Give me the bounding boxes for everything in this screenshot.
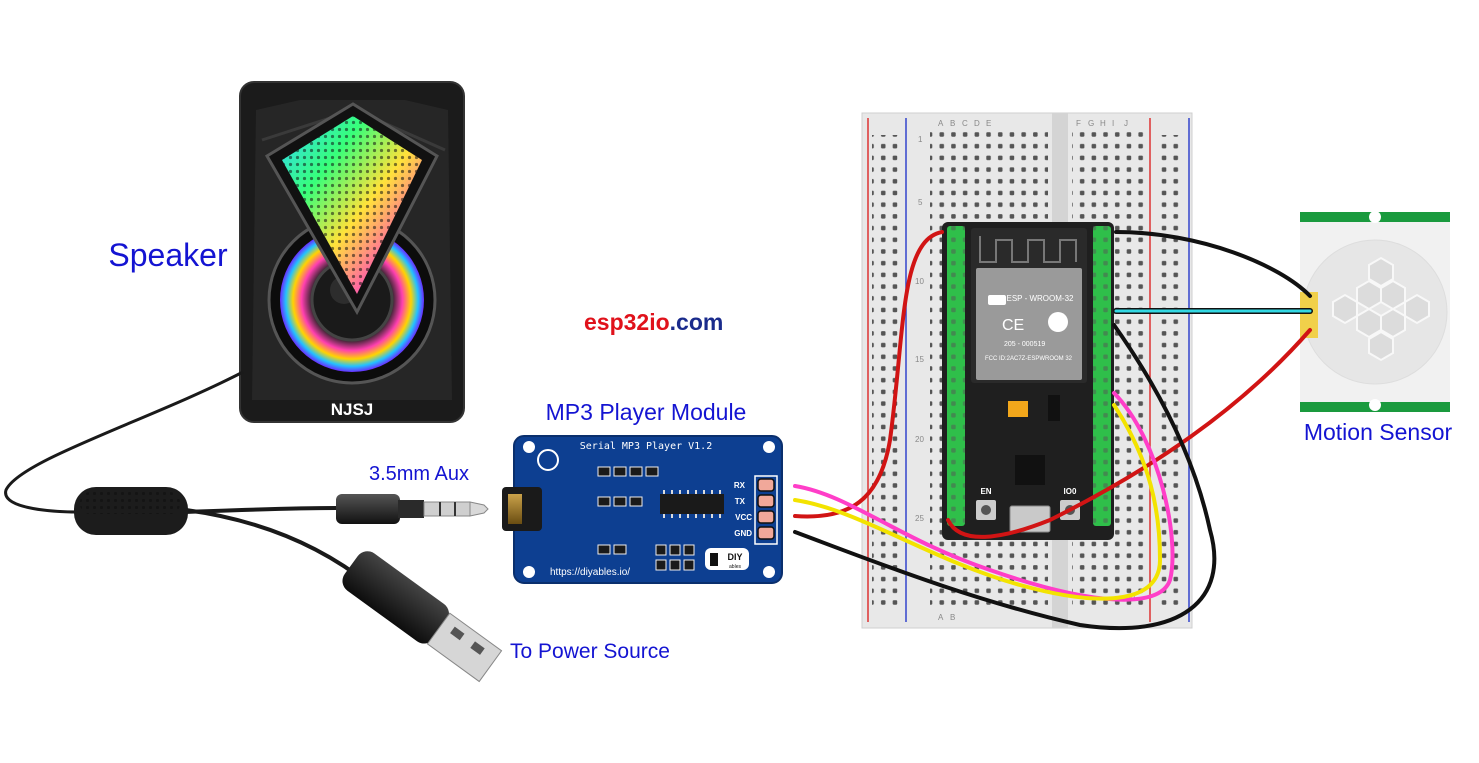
bb-row-5: 5 [918, 198, 923, 207]
usb-plug [342, 551, 503, 683]
mp3-pin-rx: RX [734, 481, 746, 490]
bb-col-i: I [1112, 119, 1114, 128]
wire-gnd-mp3 [793, 323, 1217, 631]
bb-row-10: 10 [915, 277, 924, 286]
bb-row-25: 25 [915, 514, 924, 523]
bb-col-g: G [1088, 119, 1094, 128]
diyables-logo: DIY [727, 552, 742, 562]
power-label: To Power Source [510, 640, 670, 663]
esp32-board: ESP - WROOM-32 CE 205 - 000519 FCC ID:2A… [942, 222, 1114, 540]
wires [793, 230, 1313, 631]
bb-row-20: 20 [915, 435, 924, 444]
bb-col-f: F [1076, 119, 1081, 128]
bb-col-a: A [938, 119, 944, 128]
bb-col-b: B [950, 119, 955, 128]
bb-col-d: D [974, 119, 980, 128]
brand-prefix: esp32io [584, 309, 670, 335]
inline-volume-control [74, 487, 188, 535]
esp32-fcc: FCC ID:2AC7Z-ESPWROOM 32 [985, 356, 1073, 362]
esp32-usb-chip [1015, 455, 1045, 485]
motion-sensor-label: Motion Sensor [1304, 419, 1453, 445]
bb-row-15: 15 [915, 355, 924, 364]
bb-row-30: 30 [1126, 593, 1135, 602]
mp3-module-label: MP3 Player Module [546, 399, 747, 425]
mp3-chip [660, 494, 724, 514]
mp3-pin-tx: TX [735, 497, 746, 506]
bb-col-h: H [1100, 119, 1106, 128]
bb-col-b-bottom: B [950, 613, 955, 622]
aux-label: 3.5mm Aux [369, 463, 469, 485]
wire-gnd-pir [1114, 230, 1312, 298]
mp3-board-url: https://diyables.io/ [550, 567, 630, 578]
esp32-cert: 205 - 000519 [1004, 341, 1045, 348]
speaker-brand: NJSJ [331, 400, 374, 419]
en-label: EN [980, 487, 991, 496]
bb-col-j: J [1124, 119, 1128, 128]
mp3-player-module: Serial MP3 Player V1.2 D [502, 435, 783, 584]
mp3-board-title: Serial MP3 Player V1.2 [580, 441, 712, 452]
speaker-label: Speaker [108, 237, 228, 273]
mp3-pin-vcc: VCC [735, 513, 752, 522]
bb-row-1: 1 [918, 135, 923, 144]
speaker: NJSJ [239, 81, 465, 423]
io0-label: IO0 [1064, 487, 1077, 496]
bb-col-e: E [986, 119, 991, 128]
brand-suffix: .com [670, 309, 724, 335]
motion-sensor [1300, 211, 1450, 412]
bb-col-c: C [962, 119, 968, 128]
wire-vcc-mp3 [793, 230, 944, 519]
esp32-module-name: ESP - WROOM-32 [1007, 294, 1075, 303]
brand-logo: esp32io.com [584, 309, 723, 335]
en-button [981, 505, 991, 515]
aux-jack-plug [336, 494, 489, 524]
diyables-logo-sub: ables [729, 564, 741, 570]
mp3-pin-gnd: GND [734, 529, 752, 538]
esp32-capacitor [1008, 401, 1028, 417]
wire-vcc-pir [946, 328, 1312, 539]
wire-tx-mp3 [793, 403, 1163, 601]
bb-col-a-bottom: A [938, 613, 944, 622]
ce-mark: CE [1002, 317, 1024, 334]
